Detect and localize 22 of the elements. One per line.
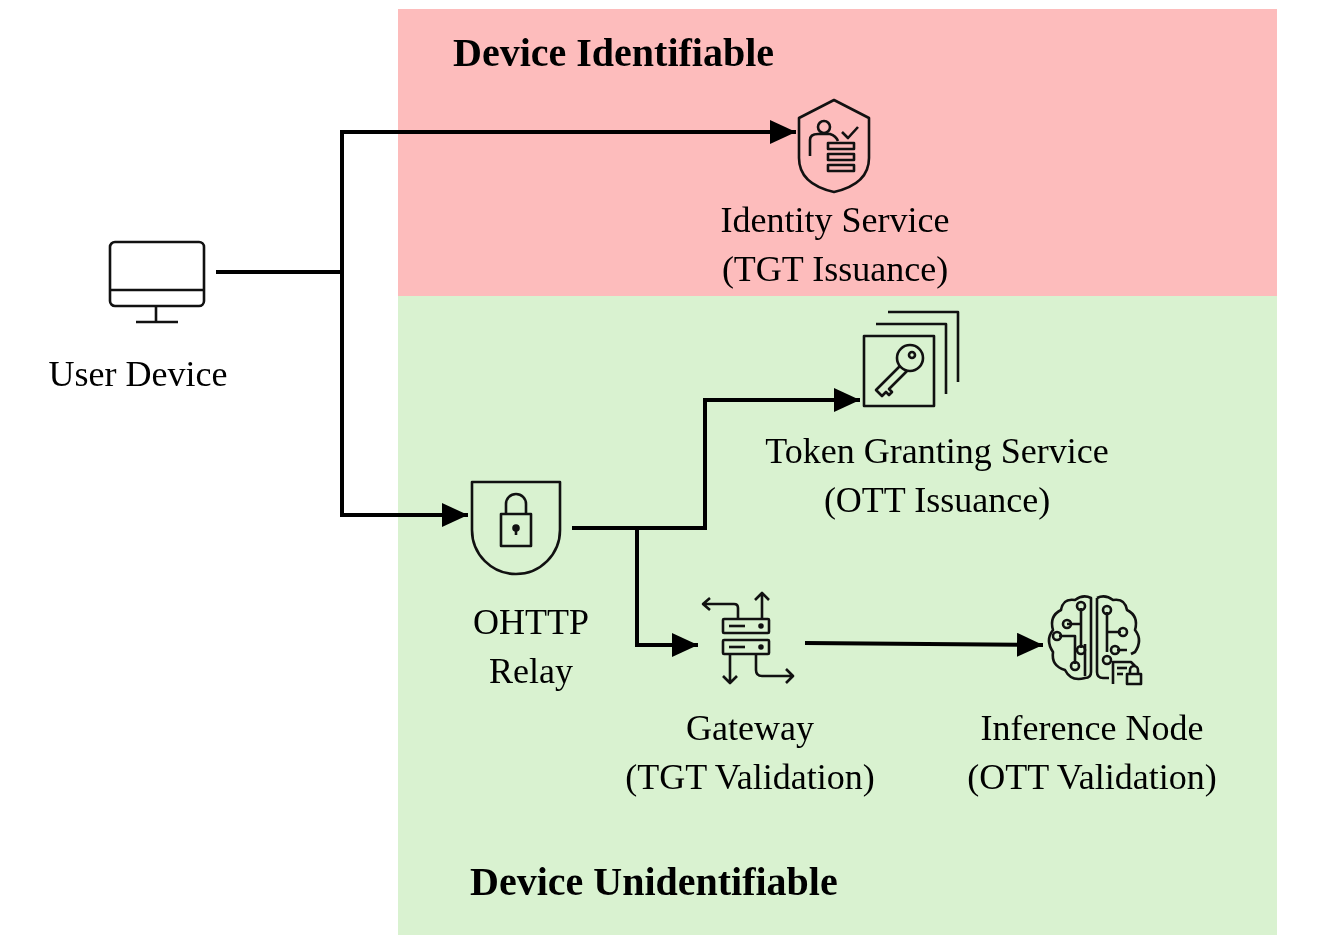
node-caption: (OTT Validation): [966, 756, 1218, 799]
zone-heading: Device Unidentifiable: [470, 858, 838, 906]
node-caption: (TGT Validation): [624, 756, 876, 799]
node-caption: (OTT Issuance): [822, 479, 1052, 522]
node-caption: (TGT Issuance): [720, 248, 950, 291]
zone-band: [398, 296, 1277, 935]
node-caption: Identity Service: [719, 199, 951, 242]
zone-band: [398, 9, 1277, 296]
arrow: [216, 270, 468, 527]
node-caption: Token Granting Service: [764, 430, 1110, 473]
arrow: [572, 526, 698, 657]
zone-heading: Device Identifiable: [453, 29, 775, 77]
monitor-icon: [108, 240, 206, 324]
key-cards-icon: [862, 310, 959, 408]
brain-circuit-icon: [1045, 592, 1143, 686]
node-caption: Inference Node: [979, 707, 1205, 750]
id-shield-icon: [798, 98, 872, 194]
node-caption: Gateway: [685, 707, 815, 750]
node-caption: OHTTP Relay: [472, 601, 590, 693]
node-caption: User Device: [47, 353, 229, 396]
lock-shield-icon: [470, 480, 562, 576]
arrow: [804, 632, 1043, 657]
